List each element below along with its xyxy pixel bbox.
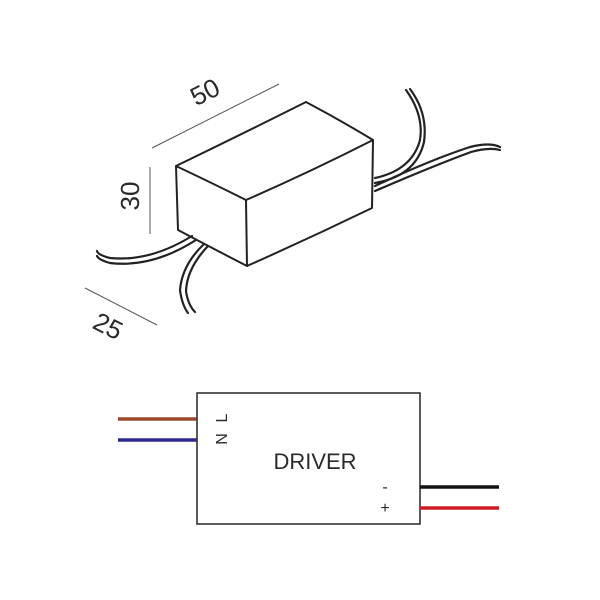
- sketch-wire-left-down: [178, 242, 206, 315]
- terminal-label-positive: +: [380, 500, 389, 517]
- box-top-face: [175, 101, 374, 201]
- driver-schematic: DRIVER L N - +: [118, 392, 499, 525]
- sketch-wire-left-curve-b: [95, 238, 198, 265]
- dim-label-length: 50: [185, 72, 224, 112]
- sketch-wire-left-curve: [95, 234, 194, 260]
- sketch-wire-right-long: [373, 143, 502, 188]
- terminal-label-negative: -: [382, 479, 387, 496]
- dim-line-50: [151, 83, 280, 149]
- dim-line-25: [84, 287, 158, 326]
- sketch-wire-right-long-b: [373, 147, 502, 193]
- sketch-wire-right-upper: [373, 88, 422, 180]
- terminal-label-n: N: [214, 433, 231, 445]
- box-front-face: [175, 165, 248, 267]
- terminal-label-l: L: [214, 413, 231, 422]
- dim-label-width: 25: [88, 306, 127, 346]
- dimension-lines: [84, 83, 280, 326]
- dim-label-height: 30: [115, 182, 145, 211]
- driver-label: DRIVER: [273, 449, 356, 474]
- box-side-face: [246, 139, 374, 267]
- sketch-wire-left-down-b: [184, 244, 210, 314]
- driver-box-sketch: [175, 101, 374, 267]
- driver-box: [196, 392, 421, 525]
- sketch-wires: [95, 87, 502, 315]
